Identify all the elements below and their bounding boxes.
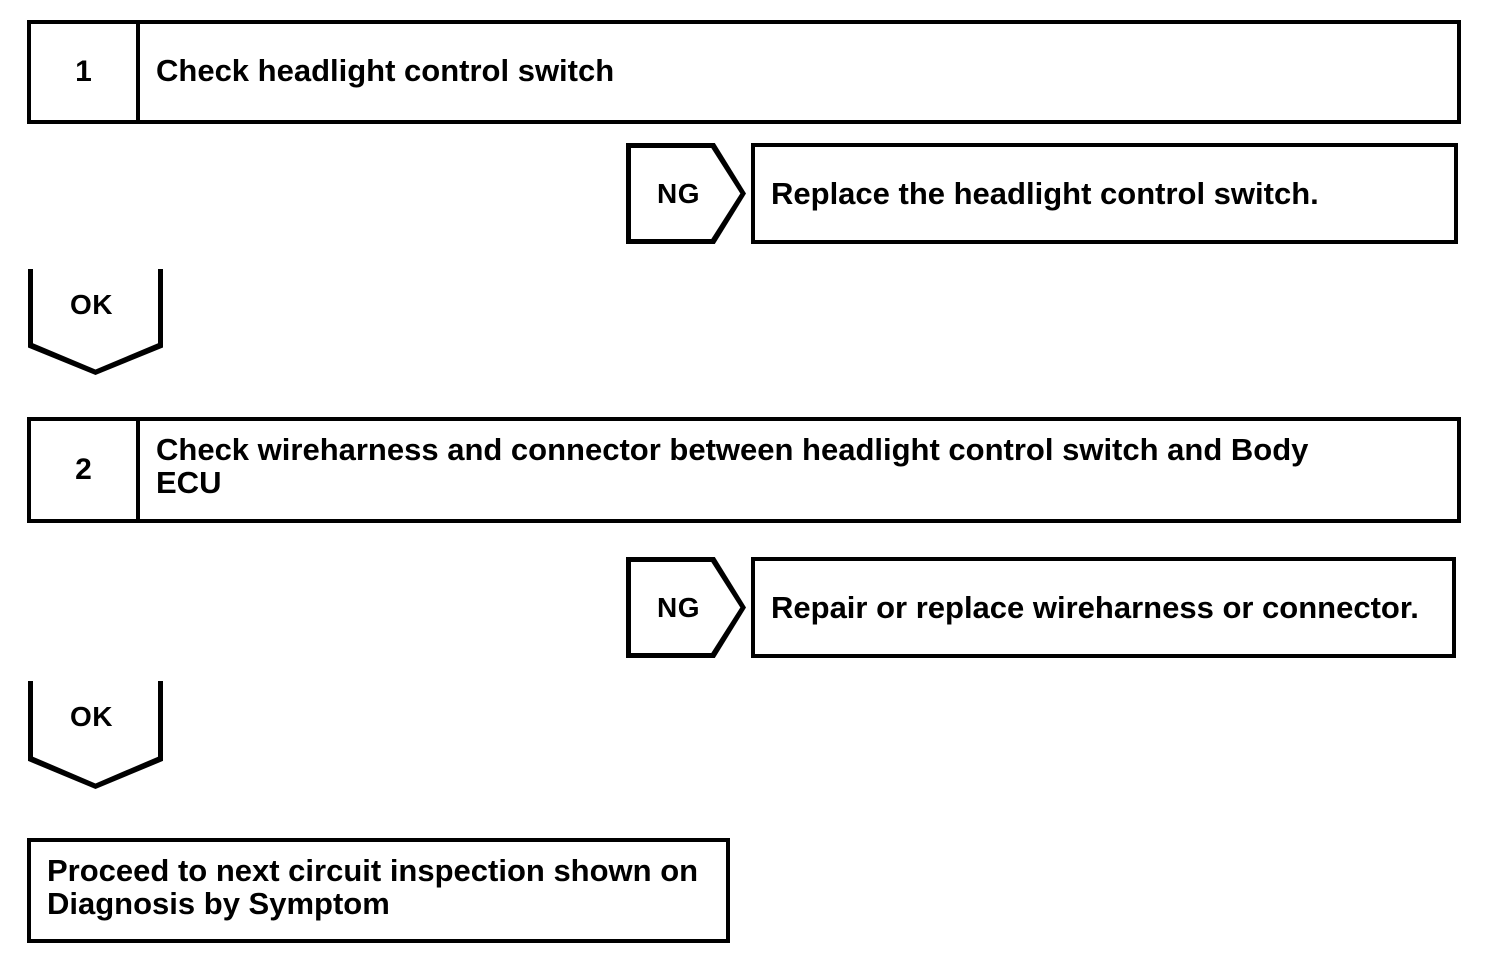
step-box-1[interactable]: 1 Check headlight control switch [27, 20, 1461, 124]
branch-tag-ng-label-2: NG [657, 591, 700, 623]
branch-tag-ng-2: NG [626, 557, 746, 658]
step-label-1: Check headlight control switch [156, 52, 615, 88]
ok-pentagon-icon-1 [28, 269, 163, 375]
final-result-box[interactable]: Proceed to next circuit inspection shown… [27, 838, 730, 943]
connector-tag-ok-label-1: OK [70, 289, 113, 320]
connector-tag-ok-1: OK [28, 269, 163, 375]
result-box-replace-switch[interactable]: Replace the headlight control switch. [751, 143, 1458, 244]
step-number-1: 1 [31, 24, 140, 120]
connector-tag-ok-2: OK [28, 681, 163, 789]
step-number-2: 2 [31, 421, 140, 519]
step-box-2[interactable]: 2 Check wireharness and connector betwee… [27, 417, 1461, 523]
step-label-2: Check wireharness and connector between … [156, 432, 1309, 501]
branch-tag-ng-label-1: NG [657, 177, 700, 209]
branch-tag-ng-1: NG [626, 143, 746, 244]
result-box-repair-wireharness[interactable]: Repair or replace wireharness or connect… [751, 557, 1456, 658]
ok-pentagon-icon-2 [28, 681, 163, 789]
connector-tag-ok-label-2: OK [70, 701, 113, 732]
